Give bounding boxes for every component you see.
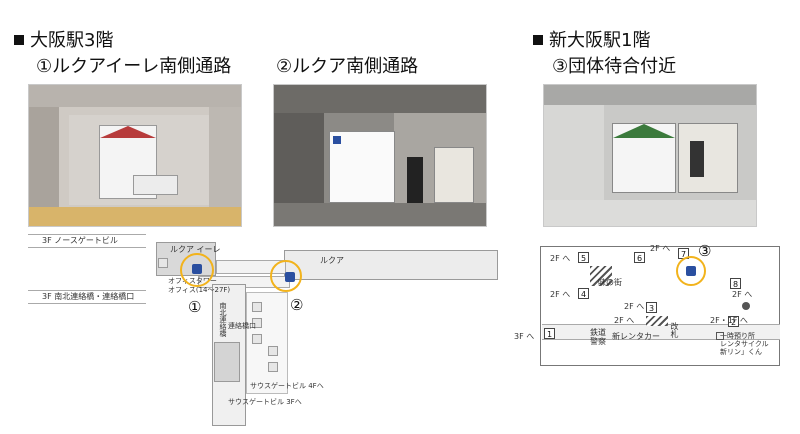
location-3-ring [676, 256, 706, 286]
location-1-label: ①ルクアイーレ南側通路 [36, 56, 232, 77]
label-3f: 3F へ [514, 332, 535, 341]
label-kaisatsu: 改札 [670, 322, 679, 338]
osaka-station-heading: 大阪駅3階 [14, 30, 113, 52]
escalator-icon [590, 266, 612, 286]
label-2f-c: 2F へ [650, 244, 671, 253]
marker-2: ② [290, 296, 304, 314]
label-2f-b: 2F へ [550, 290, 571, 299]
map-label-lucua-1100: ルクア イーレ [170, 245, 221, 254]
locker-unit [99, 125, 157, 199]
location-2-ring [270, 260, 302, 292]
sq-3: 3 [646, 302, 657, 313]
photo-location-1 [28, 84, 242, 227]
label-2f-1f: 2F・1F へ [710, 316, 748, 325]
map-label-north-gate: 3F ノースゲートビル [42, 236, 118, 245]
sq-2: 2 [728, 316, 739, 327]
map-label-south-passage: 南北連絡橋 [219, 302, 227, 337]
location-2-label: ②ルクア南側通路 [276, 56, 419, 77]
sq-8: 8 [730, 278, 741, 289]
shin-osaka-1f-map: 5 6 7 4 3 8 2 1 2F へ 2F へ 2F へ 2F へ 2F へ… [506, 232, 788, 382]
location-1-ring [180, 253, 214, 287]
label-lost-found: 一時預り所 レンタサイクル 新リン」くん [720, 332, 769, 356]
label-2f-a: 2F へ [550, 254, 571, 263]
marker-3: ③ [698, 242, 712, 260]
escalator-icon [646, 316, 668, 326]
sq-1: 1 [544, 328, 555, 339]
label-ajinomachi: 味の街 [598, 278, 622, 287]
marker-1: ① [188, 298, 202, 316]
location-3-label: ③団体待合付近 [552, 56, 677, 77]
photo-location-2 [273, 84, 487, 227]
map-label-bridge: 3F 南北連絡橋・連絡橋口 [42, 292, 135, 301]
label-tetsudo: 鉄道 警察 [590, 328, 606, 346]
bullet-square-icon [533, 35, 543, 45]
label-rental-car: 新レンタカー [612, 332, 660, 341]
osaka-title: 大阪駅3階 [30, 30, 114, 51]
locker-board [329, 131, 395, 203]
label-2f-d: 2F へ [732, 290, 753, 299]
shin-osaka-title: 新大阪駅1階 [549, 30, 651, 51]
shin-osaka-station-heading: 新大阪駅1階 [533, 30, 650, 52]
bullet-square-icon [14, 35, 24, 45]
sq-6: 6 [634, 252, 645, 263]
osaka-3f-map: 3F ノースゲートビル 3F 南北連絡橋・連絡橋口 ルクア イーレ ルクア 南北… [28, 232, 498, 432]
photo-location-3 [543, 84, 757, 227]
map-label-lucua: ルクア [320, 256, 344, 265]
elevator-icon [716, 332, 724, 340]
locker-unit [612, 123, 676, 193]
sq-5: 5 [578, 252, 589, 263]
map-label-gate: 連絡橋口 [228, 322, 256, 330]
map-label-south-gate-4f: サウスゲートビル 4Fへ [250, 382, 324, 390]
sq-4: 4 [578, 288, 589, 299]
label-2f-f: 2F へ [624, 302, 645, 311]
map-label-south-gate-3f: サウスゲートビル 3Fへ [228, 398, 302, 406]
label-2f-e: 2F へ [614, 316, 635, 325]
lucua-block [284, 250, 498, 280]
toilet-icon [742, 302, 750, 310]
